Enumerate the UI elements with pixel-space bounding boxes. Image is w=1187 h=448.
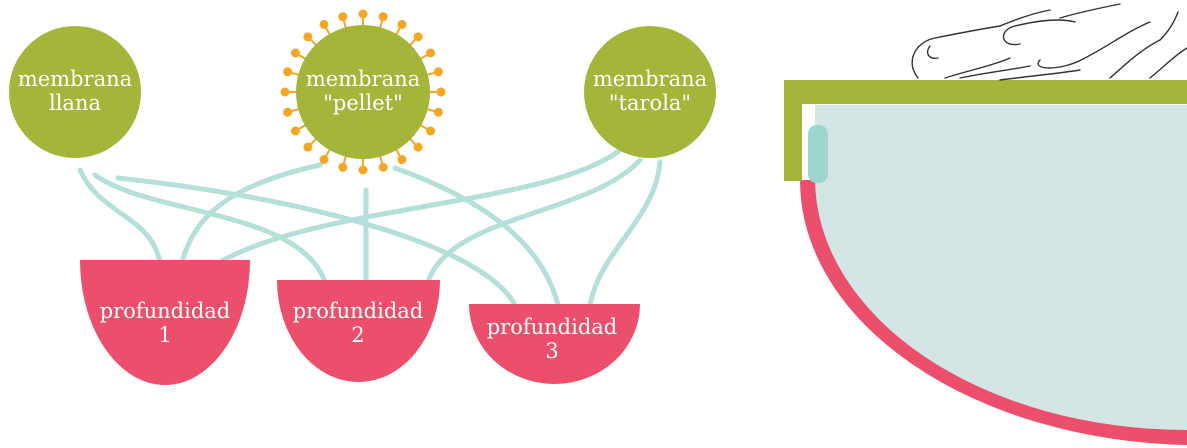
pellet-dot — [397, 19, 407, 29]
depth-1: profundidad 1 — [80, 260, 250, 385]
pellet-dot — [338, 12, 348, 22]
membrane-llana: membrana llana — [9, 26, 141, 158]
pellet-dot — [358, 165, 368, 175]
membrane-pellet-line2: "pellet" — [323, 91, 403, 115]
membrane-tarola-circle — [584, 26, 716, 158]
pellet-ring — [280, 9, 446, 175]
pellet-dot — [436, 87, 446, 97]
hand-icon — [911, 3, 1187, 81]
pellet-dot — [378, 12, 388, 22]
connector-llana-depth1 — [77, 167, 163, 265]
pellet-dot — [433, 67, 443, 77]
pellet-dot — [378, 162, 388, 172]
depth-3-line1: profundidad — [487, 315, 618, 339]
pellet-dot — [413, 142, 423, 152]
depth-1-line2: 1 — [158, 323, 171, 347]
membrane-pellet-circle — [296, 25, 430, 159]
pellet-dot — [290, 48, 300, 58]
drum-edge — [808, 125, 828, 183]
pellet-dot — [426, 48, 436, 58]
drum-body — [815, 105, 1187, 430]
depth-2-line1: profundidad — [293, 299, 424, 323]
connector-tarola-depth3 — [587, 159, 663, 308]
pellet-dot — [319, 19, 329, 29]
depth-3-line2: 3 — [545, 339, 558, 363]
connector-llana-depth2 — [92, 172, 328, 285]
membrane-llana-line2: llana — [49, 91, 101, 115]
connector-tarola-depth2 — [425, 157, 643, 285]
pellet-dot — [358, 9, 368, 19]
depth-2: profundidad 2 — [277, 280, 440, 382]
pellet-dot — [413, 32, 423, 42]
pellet-dot — [397, 155, 407, 165]
membrane-pellet-line1: membrana — [306, 67, 420, 91]
depth-3: profundidad 3 — [469, 304, 640, 384]
pellet-dot — [283, 107, 293, 117]
membrane-pellet: membrana "pellet" — [296, 25, 430, 159]
depth-3-bowl — [469, 304, 640, 384]
pellet-dot — [283, 67, 293, 77]
drum-cross-section-icon — [784, 80, 1187, 445]
membrane-llana-line1: membrana — [18, 67, 132, 91]
pellet-dot — [338, 162, 348, 172]
depth-2-bowl — [277, 280, 440, 382]
depth-1-line1: profundidad — [100, 299, 231, 323]
pellet-dot — [319, 155, 329, 165]
connector-tarola-depth1 — [217, 147, 623, 265]
depth-1-bowl — [80, 260, 250, 385]
connector-pellet-depth1 — [179, 162, 323, 265]
connector-pellet-depth3 — [392, 165, 561, 308]
membrane-llana-circle — [9, 26, 141, 158]
pellet-dot — [426, 126, 436, 136]
membrane-tarola-line2: "tarola" — [609, 91, 691, 115]
pellet-dot — [433, 107, 443, 117]
membrane-tarola: membrana "tarola" — [584, 26, 716, 158]
membrane-tarola-line1: membrana — [593, 67, 707, 91]
connector-lines — [77, 147, 663, 308]
pellet-dot — [290, 126, 300, 136]
pellet-dot — [303, 32, 313, 42]
drum-rim — [784, 80, 1187, 181]
pellet-dot — [280, 87, 290, 97]
pellet-dot — [303, 142, 313, 152]
depth-2-line2: 2 — [351, 323, 364, 347]
